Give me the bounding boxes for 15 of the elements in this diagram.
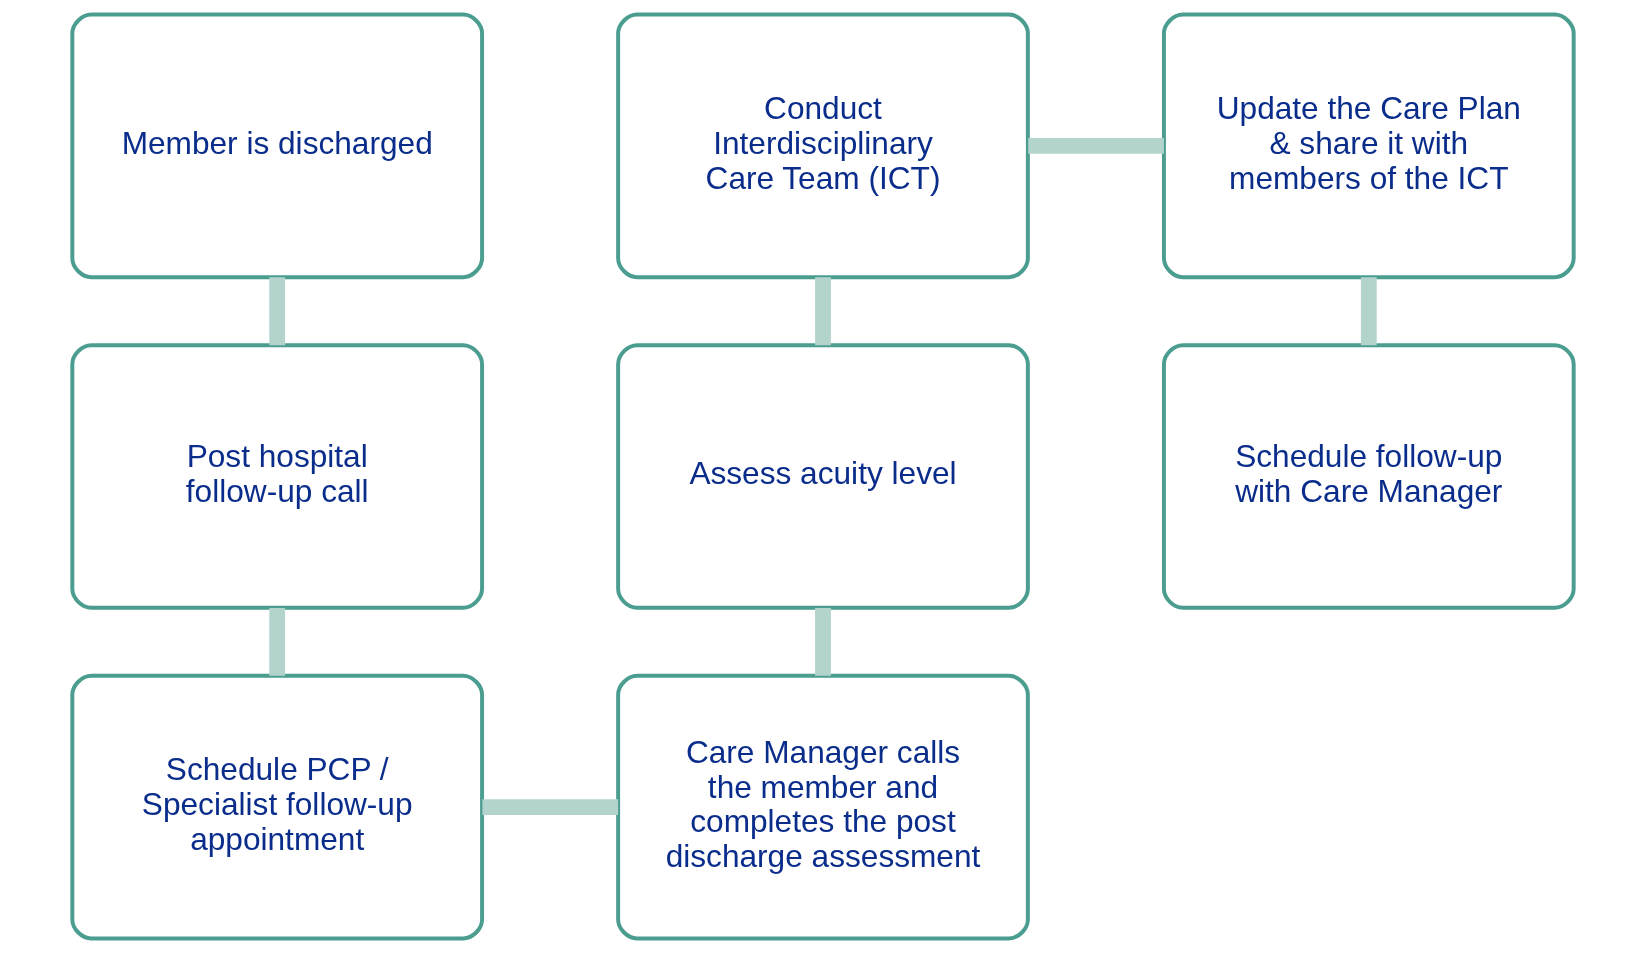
connector bbox=[269, 608, 286, 676]
connector bbox=[482, 799, 619, 816]
connector bbox=[1028, 137, 1164, 154]
node-box: Schedule follow-up with Care Manager bbox=[1161, 343, 1576, 610]
connector bbox=[815, 277, 831, 346]
connector bbox=[815, 608, 831, 676]
node-box: Post hospital follow-up call bbox=[70, 343, 485, 610]
node-box: Schedule PCP / Specialist follow-up appointment bbox=[70, 673, 485, 941]
node-box: Member is discharged bbox=[70, 12, 485, 280]
connector bbox=[269, 277, 286, 346]
node-box: Care Manager calls the member and completes the post discharge assessment bbox=[616, 673, 1030, 941]
node-box: Update the Care Plan & share it with members of the ICT bbox=[1161, 12, 1576, 280]
connector bbox=[1360, 277, 1377, 346]
node-box: Conduct Interdisciplinary Care Team (ICT) bbox=[616, 12, 1030, 280]
node-box: Assess acuity level bbox=[616, 343, 1030, 610]
